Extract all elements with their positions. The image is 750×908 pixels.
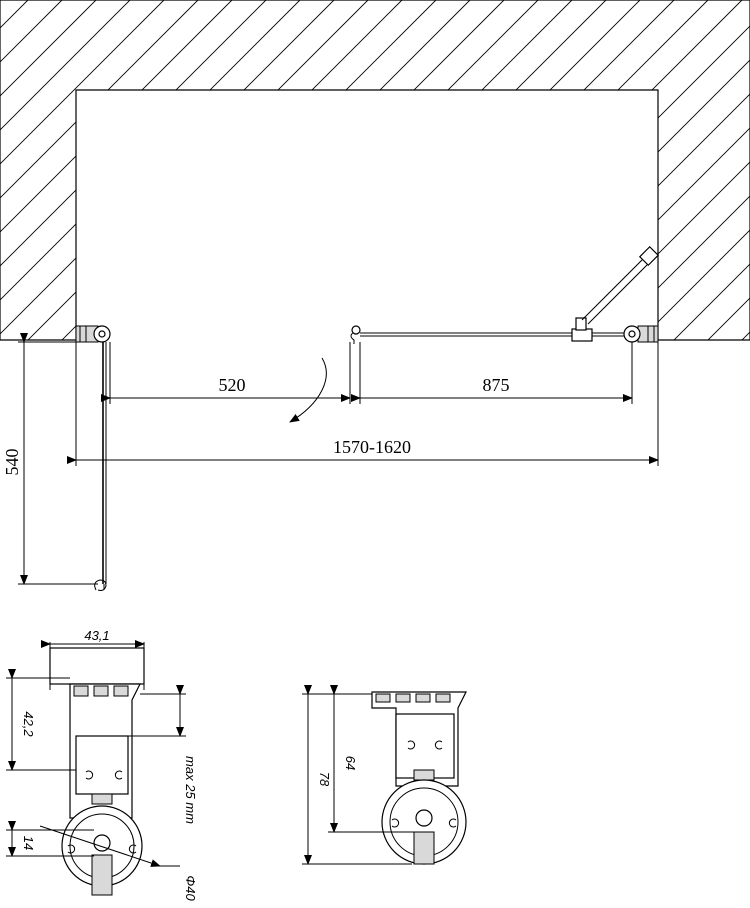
wall-hatched <box>0 0 750 341</box>
swing-arrow <box>289 357 327 423</box>
hatch-line <box>687 0 750 340</box>
dim-profile-width-label: 43,1 <box>84 628 109 643</box>
left-profile-section: 43,1 42,2 max 25 mm 14 <box>6 628 198 901</box>
hatch-line <box>619 0 750 340</box>
hatch-line <box>0 0 97 340</box>
hatch-line <box>653 0 750 340</box>
dim-total-width-label: 1570-1620 <box>333 437 411 457</box>
right-profile-section: 78 64 <box>302 685 467 865</box>
door-panel-open <box>94 342 107 591</box>
left-wall-profile <box>75 325 111 343</box>
dim-total-width: 1570-1620 <box>67 342 659 466</box>
hatch-line <box>0 0 131 340</box>
dim-fixed-panel-label: 875 <box>483 375 510 395</box>
dim-offset-label: 14 <box>21 836 36 850</box>
dim-fixed-panel: 875 <box>351 342 633 404</box>
dim-door-width: 520 <box>101 342 351 404</box>
fixed-panel <box>360 245 660 342</box>
dim-diameter-label: Φ40 <box>183 875 198 901</box>
right-wall-profile <box>623 325 659 343</box>
hatch-line <box>0 0 199 340</box>
dim-total-height-label: 78 <box>317 772 332 787</box>
dim-inner-height-label: 64 <box>343 756 358 770</box>
dim-profile-height-label: 42,2 <box>21 711 36 737</box>
opening-outline <box>75 89 659 340</box>
dim-door-width-label: 520 <box>219 375 246 395</box>
dim-door-depth-label: 540 <box>2 449 22 476</box>
dim-max-adjust-label: max 25 mm <box>183 756 198 824</box>
dim-door-depth: 540 <box>2 333 98 585</box>
hatch-line <box>0 0 63 340</box>
door-handle <box>350 325 361 344</box>
hatch-line <box>0 0 165 340</box>
hatch-line <box>0 0 233 340</box>
